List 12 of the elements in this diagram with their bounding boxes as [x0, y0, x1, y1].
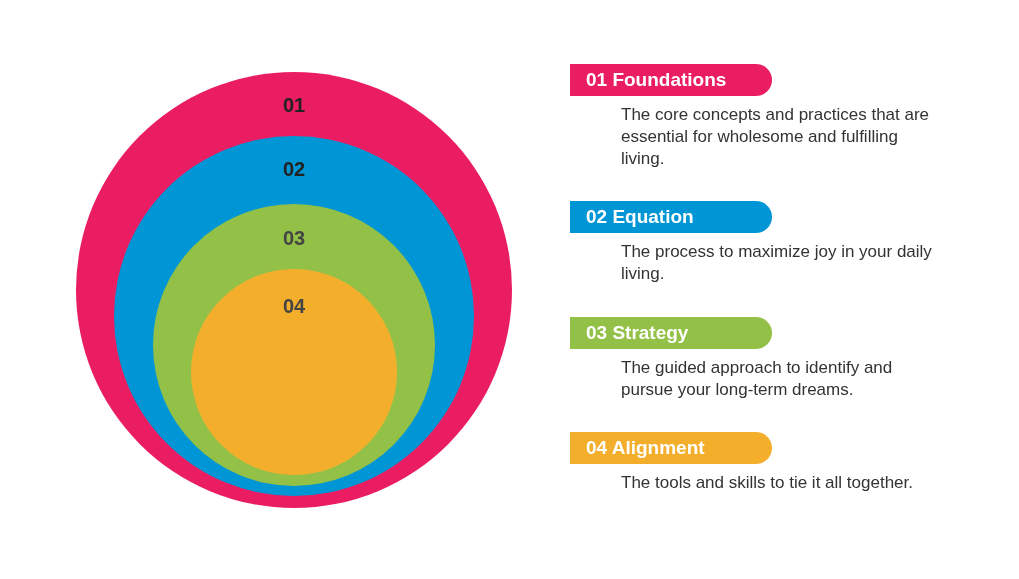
- number-label: 01: [281, 94, 307, 117]
- heading-tab: 01 Foundations: [570, 64, 772, 96]
- number-label: 04: [281, 295, 307, 318]
- description-text: The core concepts and practices that are essential for wholesome and fulfilling living.: [621, 104, 931, 170]
- description-text: The guided approach to identify and pursue your long-term dreams.: [621, 357, 894, 401]
- number-label: 03: [281, 227, 307, 250]
- description-text: The process to maximize joy in your daily living.: [621, 241, 933, 285]
- heading-tab: 03 Strategy: [570, 317, 772, 349]
- number-label: 02: [281, 158, 307, 181]
- heading-tab: 04 Alignment: [570, 432, 772, 464]
- description-text: The tools and skills to tie it all together.: [621, 472, 914, 494]
- heading-tab: 02 Equation: [570, 201, 772, 233]
